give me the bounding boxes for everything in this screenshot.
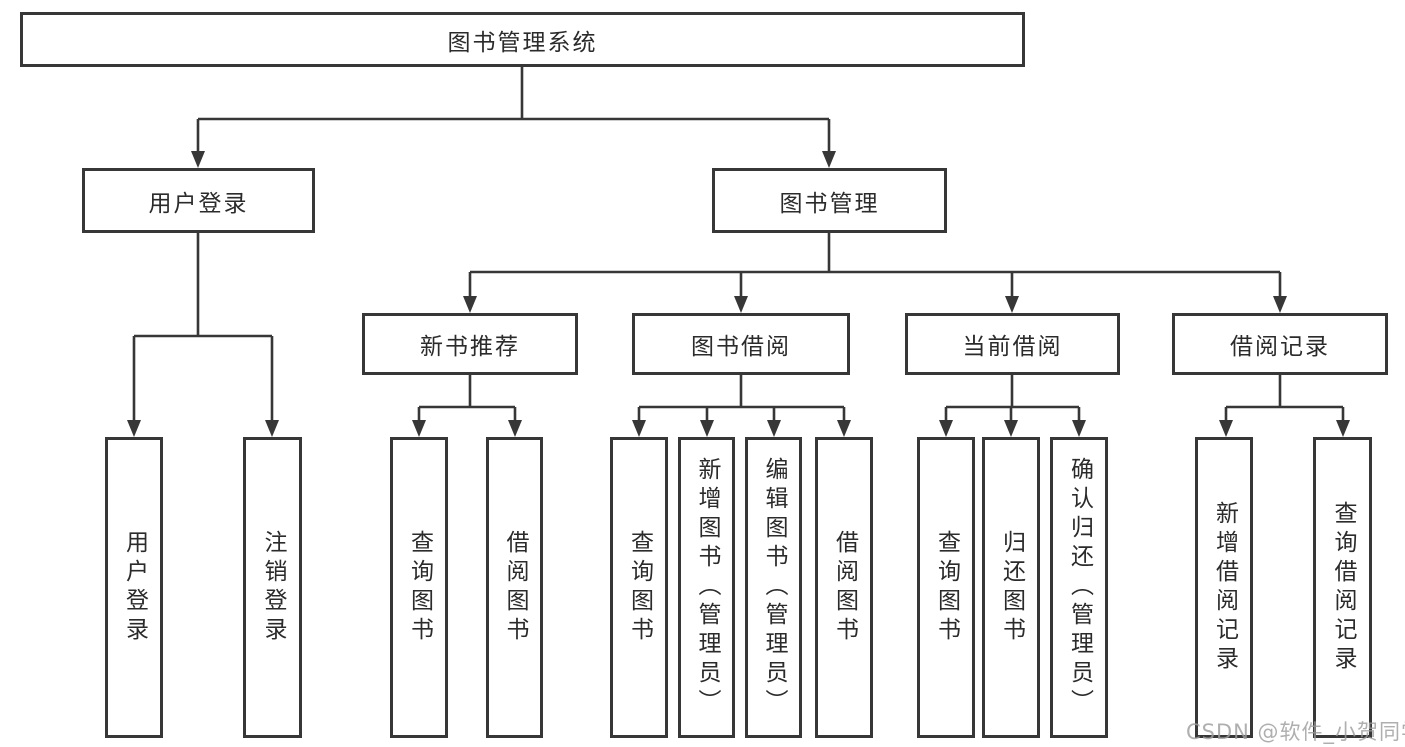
leaf-records-add-label: 新增借阅记录 (1211, 500, 1238, 675)
leaf-current-return: 归还图书 (982, 437, 1040, 738)
connector-current-to-leaves (944, 375, 1081, 424)
connector-root-to-level2 (196, 67, 831, 155)
leaf-records-query-label: 查询借阅记录 (1330, 500, 1356, 675)
leaf-records-query: 查询借阅记录 (1313, 437, 1372, 738)
connector-manage-to-level3 (468, 233, 1282, 300)
leaf-user-login: 用户登录 (105, 437, 163, 738)
leaf-logout-label: 注销登录 (260, 529, 286, 646)
leaf-current-return-label: 归还图书 (998, 529, 1025, 646)
node-borrow-records-label: 借阅记录 (1230, 334, 1330, 360)
connector-newbooks-to-leaves (417, 375, 517, 424)
connector-records-to-leaves (1224, 375, 1345, 424)
leaf-current-query-label: 查询图书 (933, 529, 960, 646)
leaf-newbooks-query: 查询图书 (390, 437, 448, 738)
leaf-logout: 注销登录 (243, 437, 302, 738)
node-book-manage-label: 图书管理 (779, 190, 880, 217)
leaf-borrow-add-admin: 新增图书（管理员） (678, 437, 735, 738)
node-current-borrow-label: 当前借阅 (962, 334, 1063, 360)
node-book-manage: 图书管理 (712, 168, 947, 233)
node-current-borrow: 当前借阅 (905, 313, 1120, 375)
leaf-borrow-edit-admin-label: 编辑图书（管理员） (761, 457, 787, 718)
leaf-user-login-label: 用户登录 (121, 529, 148, 646)
node-new-books-label: 新书推荐 (420, 334, 520, 360)
connector-login-to-leaves (132, 233, 274, 424)
node-book-borrow: 图书借阅 (632, 313, 850, 375)
leaf-borrow-query-label: 查询图书 (626, 529, 653, 646)
leaf-borrow-query: 查询图书 (610, 437, 668, 738)
leaf-records-add: 新增借阅记录 (1195, 437, 1253, 738)
leaf-newbooks-borrow: 借阅图书 (486, 437, 543, 738)
leaf-newbooks-borrow-label: 借阅图书 (502, 529, 528, 646)
leaf-current-query: 查询图书 (917, 437, 975, 738)
leaf-borrow-edit-admin: 编辑图书（管理员） (745, 437, 802, 738)
leaf-current-confirm-admin: 确认归还（管理员） (1050, 437, 1108, 738)
connector-borrow-to-leaves (637, 375, 846, 424)
leaf-newbooks-query-label: 查询图书 (406, 529, 433, 646)
node-root-system: 图书管理系统 (20, 12, 1025, 67)
csdn-watermark: CSDN @软件_小贺同学 (1186, 720, 1405, 744)
arrowheads (127, 151, 1350, 437)
leaf-borrow-add-admin-label: 新增图书（管理员） (694, 457, 720, 718)
leaf-borrow-borrow: 借阅图书 (815, 437, 873, 738)
node-borrow-records: 借阅记录 (1172, 313, 1388, 375)
node-book-borrow-label: 图书借阅 (691, 334, 791, 360)
node-user-login-label: 用户登录 (148, 190, 249, 217)
node-new-books: 新书推荐 (362, 313, 578, 375)
leaf-borrow-borrow-label: 借阅图书 (831, 529, 858, 646)
node-user-login: 用户登录 (82, 168, 315, 233)
node-root-system-label: 图书管理系统 (447, 29, 598, 56)
leaf-current-confirm-admin-label: 确认归还（管理员） (1066, 457, 1093, 718)
